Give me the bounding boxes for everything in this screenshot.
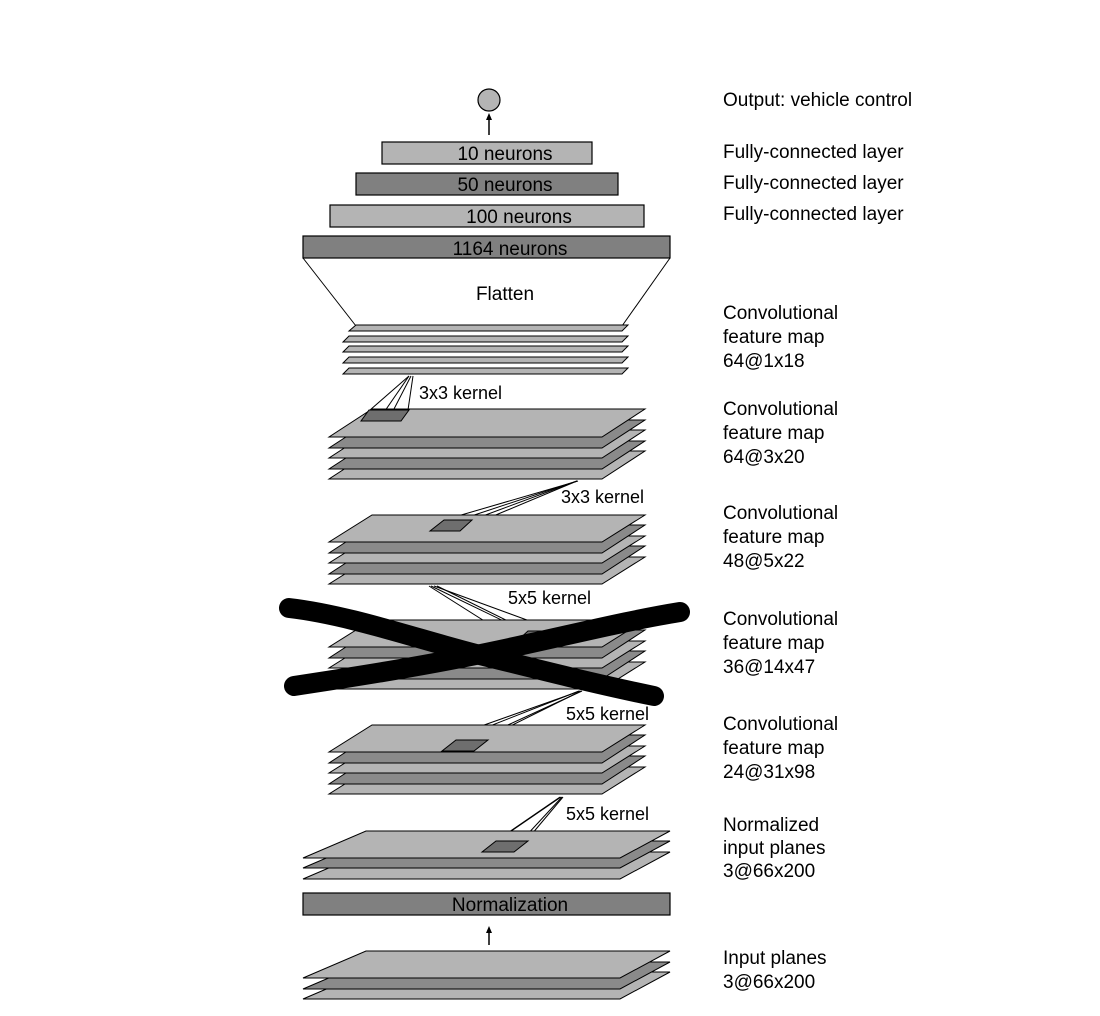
layer-label-line: feature map (723, 738, 824, 759)
layer-label-line: input planes (723, 838, 825, 859)
input-planes (302, 950, 671, 1000)
label-conv4: Convolutional feature map 64@3x20 (723, 399, 838, 468)
kernel-3x3-b-label: 3x3 kernel (561, 487, 644, 507)
layer-label-line: Normalized (723, 815, 819, 836)
layer-label-line: feature map (723, 633, 824, 654)
layer-label-line: 3@66x200 (723, 972, 815, 993)
output-node (477, 88, 501, 112)
layer-label-line: 48@5x22 (723, 551, 805, 572)
kernel-3x3-a-label: 3x3 kernel (419, 383, 502, 403)
fc-50-label: 50 neurons (457, 175, 552, 196)
input-arrowhead (486, 926, 492, 933)
label-fc-2: Fully-connected layer (723, 173, 904, 194)
normalization-label: Normalization (452, 895, 568, 916)
flatten-1164-label: 1164 neurons (453, 239, 568, 260)
fc-10-box: 10 neurons (381, 141, 593, 165)
kernel-5x5-a-label: 5x5 kernel (508, 588, 591, 608)
layer-label-line: 24@31x98 (723, 762, 815, 783)
flatten-1164-box: 1164 neurons (302, 235, 671, 260)
label-conv3: Convolutional feature map 48@5x22 (723, 503, 838, 572)
label-conv2: Convolutional feature map 36@14x47 (723, 609, 838, 678)
conv1-feature-map (327, 724, 647, 795)
layer-label-line: 36@14x47 (723, 657, 815, 678)
layer-label-line: 64@3x20 (723, 447, 805, 468)
label-conv5: Convolutional feature map 64@1x18 (723, 303, 838, 372)
label-normalized: Normalized input planes 3@66x200 (723, 815, 825, 882)
normalization-box: Normalization (302, 892, 671, 916)
layer-label-line: feature map (723, 327, 824, 348)
layer-label-line: 64@1x18 (723, 351, 805, 372)
flatten-left-edge (302, 257, 357, 327)
label-output: Output: vehicle control (723, 90, 912, 111)
layer-label-line: feature map (723, 527, 824, 548)
layer-label-line: Convolutional (723, 399, 838, 420)
kernel-5x5-b-label: 5x5 kernel (566, 704, 649, 724)
layer-label-line: feature map (723, 423, 824, 444)
layer-label-line: Convolutional (723, 303, 838, 324)
layer-label-line: Convolutional (723, 714, 838, 735)
conv3-feature-map (327, 514, 647, 585)
layer-label-line: Convolutional (723, 609, 838, 630)
flatten-right-edge (621, 257, 671, 327)
fc-100-box: 100 neurons (329, 204, 645, 228)
label-fc-3: Fully-connected layer (723, 204, 904, 225)
layer-label-line: Input planes (723, 948, 827, 969)
conv5-feature-map (341, 324, 630, 375)
layer-label-line: 3@66x200 (723, 861, 815, 882)
crossed-out-scribble (279, 598, 690, 706)
fc-100-label: 100 neurons (466, 207, 572, 228)
flatten-label: Flatten (476, 284, 534, 305)
fc-50-box: 50 neurons (355, 172, 619, 196)
conv4-feature-map (327, 408, 647, 480)
label-conv1: Convolutional feature map 24@31x98 (723, 714, 838, 783)
kernel-3x3-b: 3x3 kernel (428, 480, 644, 531)
label-fc-1: Fully-connected layer (723, 142, 904, 163)
output-arrowhead (486, 113, 492, 120)
layer-label-line: Convolutional (723, 503, 838, 524)
label-input: Input planes 3@66x200 (723, 948, 827, 993)
fc-10-label: 10 neurons (457, 144, 552, 165)
kernel-5x5-c-label: 5x5 kernel (566, 804, 649, 824)
normalized-input-planes (302, 830, 671, 880)
